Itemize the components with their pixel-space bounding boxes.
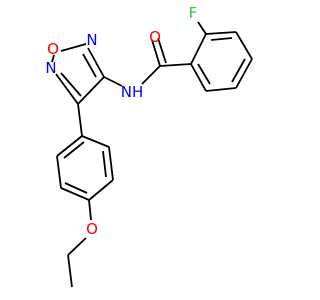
- bond-ring-c4-n-left: [55, 73, 79, 105]
- bond-c3-nh: [103, 76, 123, 87]
- bond-ep-4-5-inner: [64, 182, 88, 194]
- bond-ch2-ch3: [67, 254, 73, 288]
- atom-amide-nh: NH: [121, 83, 144, 101]
- bond-carbonyl-o: [151, 39, 161, 67]
- bond-ep-2-3-inner: [102, 150, 107, 178]
- ethoxy-chain: [67, 199, 92, 288]
- amide-group: [103, 37, 167, 87]
- atom-ether-o: O: [86, 220, 98, 238]
- bond-fb-6-1-inner: [197, 63, 211, 85]
- bond-fb-4-5-inner: [231, 58, 246, 83]
- bond-ep-1-2: [81, 135, 110, 148]
- bond-ep-4-5: [60, 187, 90, 201]
- atom-ring-n-left: N: [45, 59, 56, 77]
- fluorobenzene-ring: [159, 21, 253, 92]
- molecule-structure: O F N O N NH O: [45, 4, 253, 288]
- bond-ring-n-top-c3: [87, 47, 105, 78]
- bond-carbonyl-o-double: [157, 37, 167, 64]
- bond-fb-4-5: [235, 58, 253, 89]
- oxadiazole-ring: [51, 43, 105, 105]
- bond-ring-o-n-top: [60, 43, 87, 52]
- bond-carbonyl-ring: [159, 63, 192, 67]
- bond-ring-n-top-c3-inner: [82, 53, 97, 78]
- bond-fb-2-f: [197, 21, 207, 35]
- bond-ring-ether-o: [88, 199, 92, 221]
- atom-labels: O F N O N NH O: [45, 4, 197, 238]
- bond-fb-2-3: [205, 31, 237, 35]
- bond-ring-c3-c4: [77, 76, 105, 105]
- bond-ep-6-1-inner: [63, 141, 85, 159]
- ethoxyphenyl-ring: [56, 103, 114, 201]
- bond-ep-3-4: [88, 179, 114, 201]
- bond-ep-6-1: [56, 135, 83, 157]
- bond-nh-carbonyl: [141, 65, 161, 85]
- atom-amide-o: O: [149, 28, 161, 46]
- bond-fb-2-3-inner: [210, 37, 233, 41]
- bond-c4-ring: [77, 103, 83, 137]
- bond-ep-5-6: [56, 155, 62, 189]
- atom-fluorine: F: [189, 4, 198, 22]
- bond-ring-c4-n-left-inner: [60, 72, 82, 97]
- atom-ring-o: O: [47, 40, 59, 58]
- bond-ep-2-3: [108, 146, 114, 181]
- atom-ring-n-top: N: [86, 31, 97, 49]
- bond-ether-o-ch2: [67, 237, 87, 256]
- bond-fb-6-1: [190, 63, 207, 92]
- bond-fb-3-4: [235, 31, 253, 60]
- bond-fb-1-2: [190, 33, 207, 65]
- bond-fb-5-6: [205, 87, 237, 92]
- bond-ring-n-left-o: [51, 54, 55, 63]
